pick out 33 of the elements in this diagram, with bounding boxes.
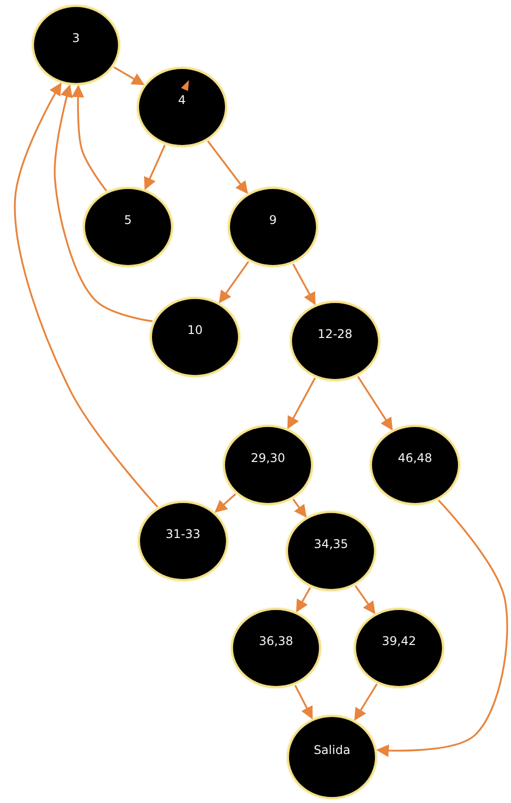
arrow xyxy=(292,498,307,518)
arrow xyxy=(292,263,316,306)
node-label: 31-33 xyxy=(166,527,200,541)
node-label: 34,35 xyxy=(314,537,348,551)
arrow xyxy=(214,493,236,513)
arrow xyxy=(144,144,166,190)
node-circle xyxy=(138,501,228,581)
arrow xyxy=(376,500,508,757)
arrow xyxy=(354,585,376,614)
arrow xyxy=(296,587,312,612)
node-label: 12-28 xyxy=(318,327,352,341)
arrow xyxy=(218,261,250,304)
node-label: 4 xyxy=(178,93,186,107)
arrow xyxy=(354,683,378,721)
node-label: 10 xyxy=(187,323,203,337)
arrow xyxy=(14,82,158,508)
node-circle xyxy=(137,67,227,147)
node-circle xyxy=(32,5,120,85)
arrow xyxy=(54,84,153,322)
node-label: 29,30 xyxy=(250,451,286,465)
arrow xyxy=(113,66,145,86)
node-label: 5 xyxy=(124,213,132,227)
node-label: 46,48 xyxy=(398,451,432,465)
arrow xyxy=(287,378,316,430)
node-label: 9 xyxy=(269,213,277,227)
node-label: 3 xyxy=(72,31,80,45)
node-label: 36,38 xyxy=(258,634,294,648)
arrow xyxy=(357,376,393,431)
node-circle xyxy=(223,425,313,505)
node-label: 39,42 xyxy=(382,634,416,648)
node-label: Salida xyxy=(314,743,350,757)
arrow xyxy=(207,140,248,194)
arrow xyxy=(72,84,108,192)
